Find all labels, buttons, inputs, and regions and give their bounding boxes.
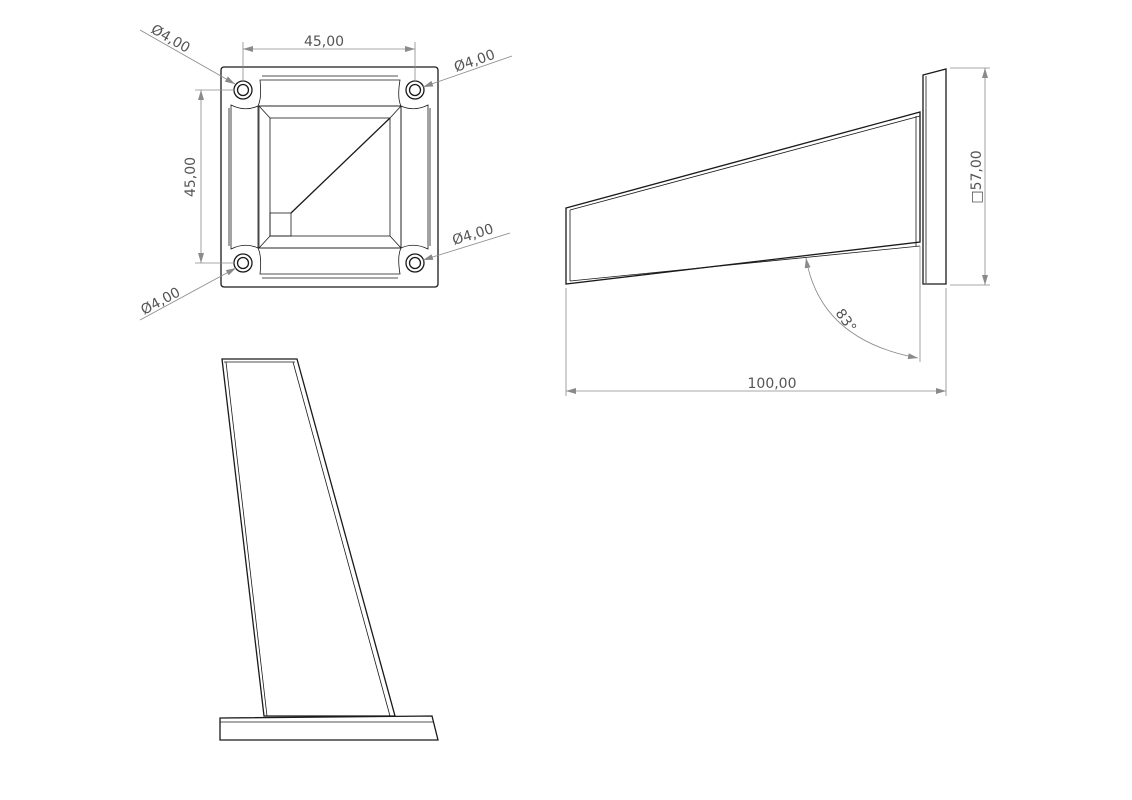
length-dimension: 100,00: [748, 376, 797, 392]
hole-diameter-top-right: Ø4,00: [452, 47, 497, 76]
top-width-dimension: 45,00: [304, 34, 344, 50]
square-dimension: □57,00: [969, 150, 985, 203]
top-view: 45,00 45,00 Ø4,00 Ø4,00 Ø4,00 Ø4,00: [138, 22, 513, 321]
top-height-dimension: 45,00: [183, 157, 199, 197]
hole-diameter-bottom-left: Ø4,00: [138, 285, 183, 319]
side-view: □57,00 100,00 83°: [565, 67, 990, 396]
front-view: [219, 358, 439, 741]
angle-dimension: 83°: [832, 306, 859, 336]
hole-diameter-top-left: Ø4,00: [148, 22, 193, 57]
